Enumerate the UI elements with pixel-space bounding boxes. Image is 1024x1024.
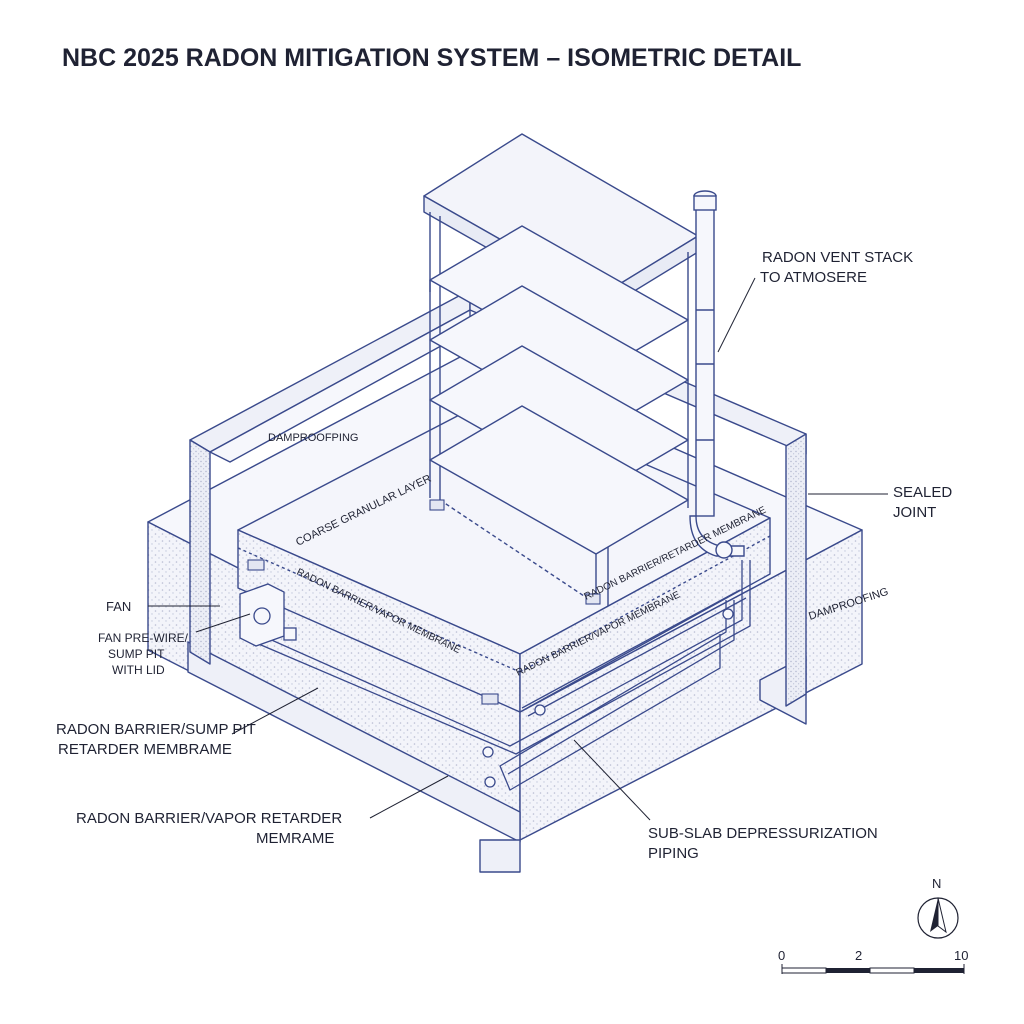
label-fan: FAN	[106, 599, 131, 614]
label-barrier-vapor-1: RADON BARRIER/VAPOR RETARDER	[76, 810, 342, 827]
vent-stack	[689, 190, 745, 559]
label-dampproofing-left: DAMPROOFPING	[268, 432, 358, 444]
label-barrier-sump-2: RETARDER MEMBRAME	[58, 741, 232, 758]
label-fan-prewire-1: FAN PRE-WIRE/	[98, 631, 189, 645]
north-arrow-icon: N	[917, 876, 959, 939]
sub-slab-piping	[239, 560, 751, 791]
compass-label: N	[932, 876, 941, 891]
building-frame	[423, 133, 699, 606]
label-fan-prewire-3: WITH LID	[112, 663, 165, 677]
fan-unit	[239, 583, 297, 647]
scale-tick-10: 10	[954, 948, 968, 963]
scale-tick-2: 2	[855, 948, 862, 963]
label-subslab-2: PIPING	[648, 845, 699, 862]
seal-marks	[247, 499, 601, 705]
label-sealed-1: SEALED	[893, 484, 952, 501]
label-barrier-sump-1: RADON BARRIER/SUMP PIT	[56, 721, 256, 738]
label-subslab-1: SUB-SLAB DEPRESSURIZATION	[648, 825, 878, 842]
label-vent-stack-2: TO ATMOSERE	[760, 269, 867, 286]
page-title: NBC 2025 RADON MITIGATION SYSTEM – ISOME…	[62, 44, 801, 72]
label-fan-prewire-2: SUMP PIT	[108, 647, 165, 661]
label-barrier-vapor-2: MEMRAME	[256, 830, 334, 847]
label-sealed-2: JOINT	[893, 504, 936, 521]
label-vent-stack-1: RADON VENT STACK	[762, 249, 913, 266]
scale-tick-0: 0	[778, 948, 785, 963]
leader-lines	[148, 277, 888, 821]
scale-bar: 0 2 10	[778, 948, 968, 974]
